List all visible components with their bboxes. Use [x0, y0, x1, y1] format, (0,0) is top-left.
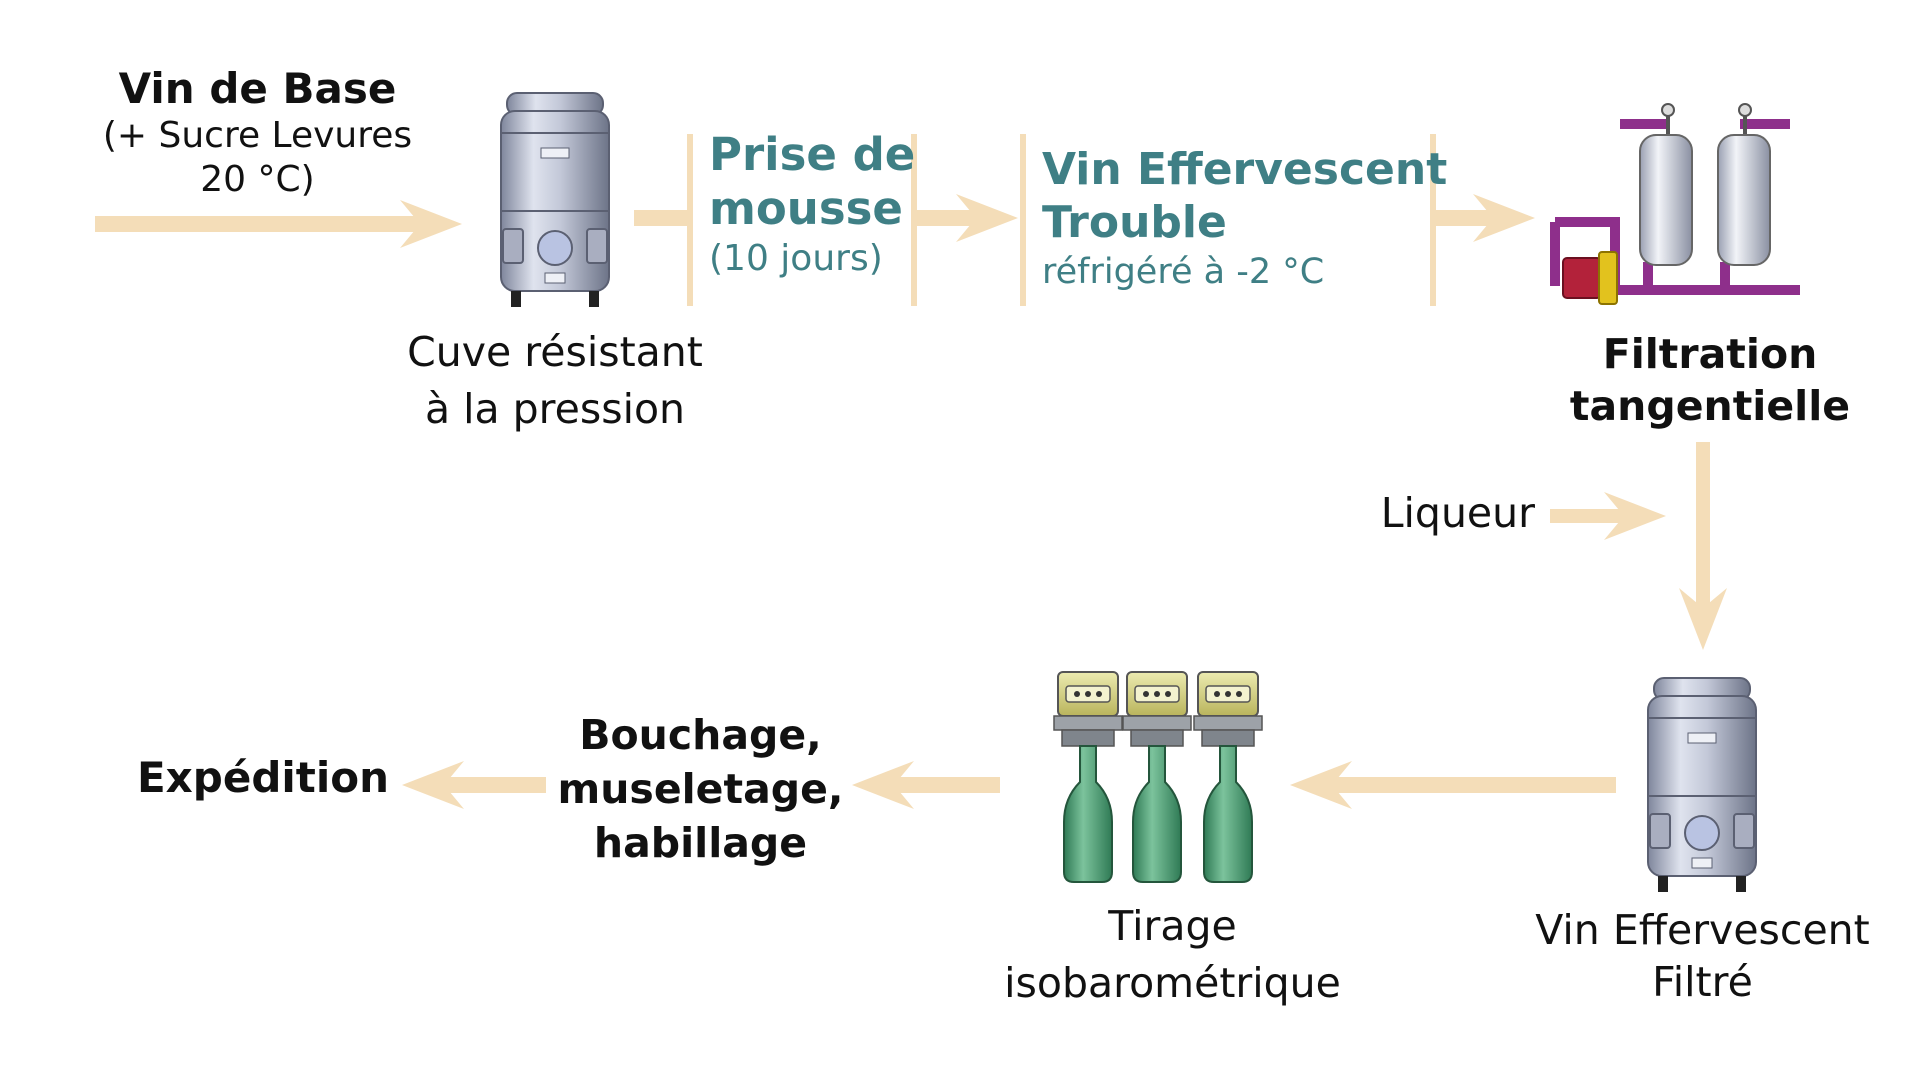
bottle-filler-icon — [1053, 671, 1263, 883]
tirage-line-2: isobarométrique — [1004, 958, 1341, 1007]
base-wine-detail-1: (+ Sucre Levures — [102, 115, 413, 157]
arrow-bouchage-to-expedition — [402, 761, 546, 809]
tirage-line-1: Tirage — [1108, 902, 1237, 950]
filtration-unit-icon — [1550, 103, 1800, 305]
tank-1-label: Cuve résistant à la pression — [385, 324, 725, 437]
filtration-label: Filtration tangentielle — [1560, 328, 1860, 433]
base-wine-detail-2: 20 °C) — [200, 159, 315, 201]
arrow-tirage-to-bouchage — [852, 761, 1000, 809]
base-wine-title: Vin de Base — [118, 64, 397, 113]
arrow-liqueur-in — [1550, 492, 1666, 540]
prise-line-2: mousse — [709, 182, 903, 235]
bouchage-label: Bouchage, museletage, habillage — [548, 708, 853, 870]
bracket-prise-left — [687, 134, 693, 306]
arrow-prise-to-trouble — [914, 194, 1018, 242]
bouchage-line-2: museletage, — [557, 765, 844, 814]
arrow-trouble-to-filtration — [1433, 194, 1535, 242]
vin-filtre-line-2: Filtré — [1652, 958, 1753, 1007]
pressure-tank-icon — [1647, 677, 1757, 893]
filtration-line-1: Filtration — [1602, 330, 1818, 378]
base-wine-label: Vin de Base (+ Sucre Levures 20 °C) — [95, 63, 420, 202]
tank-1-line-2: à la pression — [424, 384, 686, 433]
bracket-trouble-left — [1020, 134, 1026, 306]
trouble-line-3: réfrigéré à -2 °C — [1042, 251, 1325, 292]
arrow-filtration-down — [1679, 442, 1727, 650]
tirage-label: Tirage isobarométrique — [985, 898, 1360, 1011]
trouble-line-2: Trouble — [1042, 196, 1227, 248]
arrows — [95, 134, 1727, 809]
vin-trouble-label: Vin Effervescent Trouble réfrigéré à -2 … — [1042, 144, 1448, 295]
vin-filtre-line-1: Vin Effervescent — [1535, 906, 1870, 954]
bouchage-line-1: Bouchage, — [579, 711, 822, 759]
expedition-label: Expédition — [136, 753, 390, 802]
arrow-base-wine-to-tank — [95, 200, 462, 248]
arrow-filtre-to-tirage — [1290, 761, 1616, 809]
vin-filtre-label: Vin Effervescent Filtré — [1520, 904, 1885, 1009]
pressure-tank-icon — [500, 92, 610, 308]
bouchage-line-3: habillage — [593, 819, 808, 868]
prise-line-3: (10 jours) — [709, 238, 883, 279]
filtration-line-2: tangentielle — [1569, 382, 1851, 431]
tank-1-line-1: Cuve résistant — [407, 328, 703, 376]
liqueur-label: Liqueur — [1380, 489, 1535, 537]
prise-line-1: Prise de — [709, 128, 916, 181]
trouble-line-1: Vin Effervescent — [1042, 144, 1448, 195]
prise-de-mousse-label: Prise de mousse (10 jours) — [709, 128, 916, 283]
